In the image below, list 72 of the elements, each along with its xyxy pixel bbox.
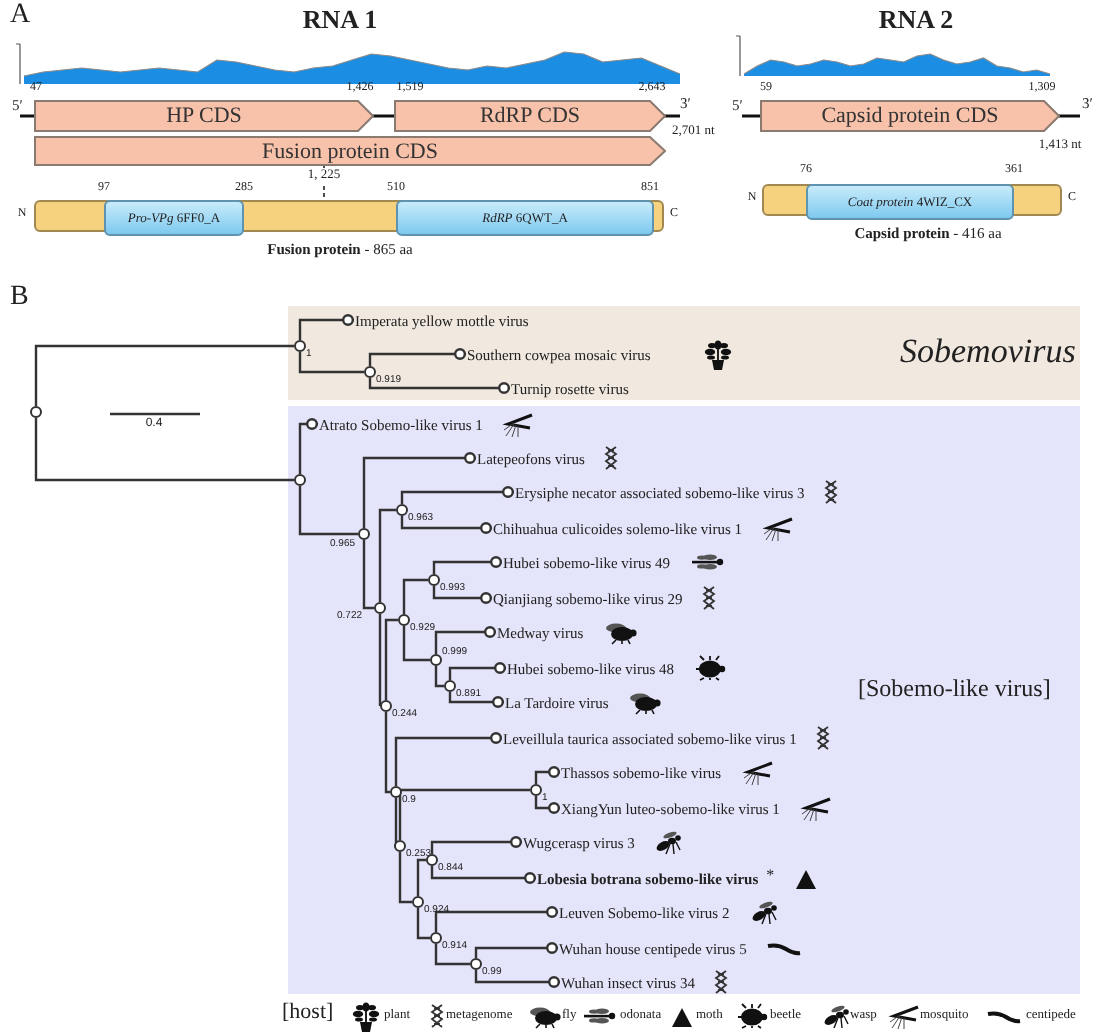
tree-node	[364, 366, 376, 378]
tree-branch	[432, 556, 502, 574]
tree-branch	[474, 970, 560, 988]
tree-branch	[534, 766, 560, 784]
tree-node	[430, 654, 442, 666]
tree-node	[380, 700, 392, 712]
tree-branch	[434, 666, 444, 688]
tree-branch	[34, 344, 294, 406]
tree-node	[30, 406, 42, 418]
tree-branch	[394, 732, 502, 786]
tree-branch	[378, 614, 382, 708]
tree-branch	[432, 586, 492, 604]
coding-region-block: RdRP CDS	[394, 100, 666, 132]
tree-branch	[434, 906, 558, 932]
tree-branch	[402, 578, 428, 614]
tree-branch	[474, 942, 558, 958]
tree-branch	[434, 626, 496, 654]
clade-name: Sobemovirus	[900, 332, 1076, 372]
tree-branch	[416, 858, 426, 896]
tree-branch	[398, 852, 412, 904]
tree-branch	[402, 626, 430, 662]
segment-title: RNA 2	[878, 6, 954, 36]
panel-letter: A	[10, 0, 31, 33]
tree-node	[444, 680, 456, 692]
tree-branch	[362, 540, 374, 610]
legend-title: [host]	[282, 1000, 334, 1026]
tree-branch	[398, 788, 530, 840]
tree-node	[426, 854, 438, 866]
tree-branch	[384, 712, 390, 794]
tree-node	[470, 958, 482, 970]
tree-branch	[298, 418, 318, 474]
tree-branch	[368, 378, 510, 394]
tree-branch	[416, 908, 430, 940]
tree-node	[430, 932, 442, 944]
clade-band	[288, 306, 1080, 400]
tree-branch	[400, 486, 514, 504]
protein-bar	[762, 184, 1062, 216]
clade-band	[288, 406, 1080, 994]
tree-branch	[384, 618, 398, 700]
tree-branch	[430, 866, 536, 884]
tree-node	[394, 840, 406, 852]
tree-branch	[362, 452, 476, 528]
tree-node	[396, 504, 408, 516]
segment-title: RNA 1	[302, 6, 378, 36]
tree-branch	[448, 662, 506, 680]
tree-node	[294, 474, 306, 486]
tree-node	[294, 340, 306, 352]
tree-branch	[378, 508, 396, 602]
clade-name: [Sobemo-like virus]	[858, 674, 1051, 704]
tree-node	[428, 574, 440, 586]
tree-node	[390, 786, 402, 798]
tree-branch	[34, 418, 294, 482]
panel-letter: B	[10, 282, 29, 315]
tree-branch	[298, 314, 354, 340]
tree-branch	[434, 944, 470, 966]
note-mark: *	[766, 866, 775, 884]
coding-region-block: HP CDS	[34, 100, 374, 132]
tree-branch	[430, 836, 522, 854]
tree-branch	[368, 348, 466, 366]
tree-branch	[534, 796, 560, 814]
protein-bar	[34, 200, 664, 232]
tree-node	[398, 614, 410, 626]
tree-branch	[298, 352, 364, 374]
tree-node	[412, 896, 424, 908]
coding-region-block: Fusion protein CDS	[34, 136, 666, 166]
tree-node	[374, 602, 386, 614]
coding-region-block: Capsid protein CDS	[760, 100, 1060, 132]
tree-branch	[298, 486, 358, 536]
tree-node	[358, 528, 370, 540]
tree-node	[530, 784, 542, 796]
tree-branch	[448, 692, 504, 708]
tree-branch	[400, 516, 492, 534]
